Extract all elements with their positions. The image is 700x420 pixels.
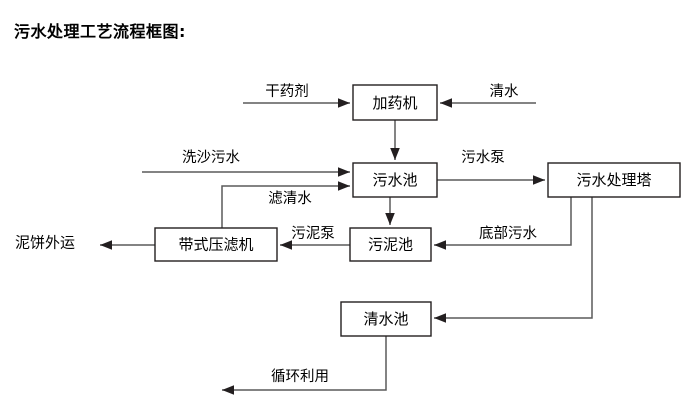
node-dosing-machine[interactable]: 加药机: [352, 84, 438, 121]
node-box-clear-water-pool: [340, 301, 432, 337]
edge-bottom-sewage-to-sludge-pool: [434, 197, 572, 250]
node-box-belt-filter-press: [154, 227, 278, 262]
node-box-sludge-pool: [349, 227, 432, 262]
node-label-belt-filter-press: 带式压滤机: [178, 235, 253, 253]
edge-treatment-tower-to-clear-water-pool: [434, 197, 593, 323]
edge-label-sludge-pump: 污泥泵: [291, 225, 335, 242]
node-sludge-pool[interactable]: 污泥池: [349, 227, 432, 262]
node-label-sludge-pool: 污泥池: [368, 235, 413, 253]
edge-label-dry-chemical: 干药剂: [265, 83, 309, 100]
node-belt-filter-press[interactable]: 带式压滤机: [154, 227, 278, 262]
node-sewage-pool[interactable]: 污水池: [352, 162, 438, 198]
node-box-sewage-pool: [352, 162, 438, 198]
node-label-treatment-tower: 污水处理塔: [576, 171, 651, 189]
edge-label-filtered-clear-water: 滤清水: [268, 190, 312, 207]
node-box-dosing-machine: [352, 84, 438, 121]
terminal-label-mud-cake-out: 泥饼外运: [15, 234, 75, 252]
edge-label-recycle-reuse: 循环利用: [271, 368, 329, 385]
edge-clear-water-pool-recycle-reuse: [222, 336, 387, 395]
node-label-clear-water-pool: 清水池: [363, 310, 408, 328]
node-box-treatment-tower: [547, 162, 681, 198]
page-title: 污水处理工艺流程框图:: [14, 22, 186, 41]
edge-label-clean-water: 清水: [490, 83, 519, 100]
edge-filtered-clear-water-to-sewage-pool: [221, 181, 350, 228]
edge-label-sand-wash-sewage: 洗沙污水: [182, 149, 240, 166]
node-clear-water-pool[interactable]: 清水池: [340, 301, 432, 337]
node-label-sewage-pool: 污水池: [372, 171, 417, 189]
edge-label-sewage-pump: 污水泵: [461, 149, 505, 166]
node-treatment-tower[interactable]: 污水处理塔: [547, 162, 681, 198]
edge-label-bottom-sewage: 底部污水: [479, 225, 537, 242]
node-label-dosing-machine: 加药机: [372, 94, 417, 112]
